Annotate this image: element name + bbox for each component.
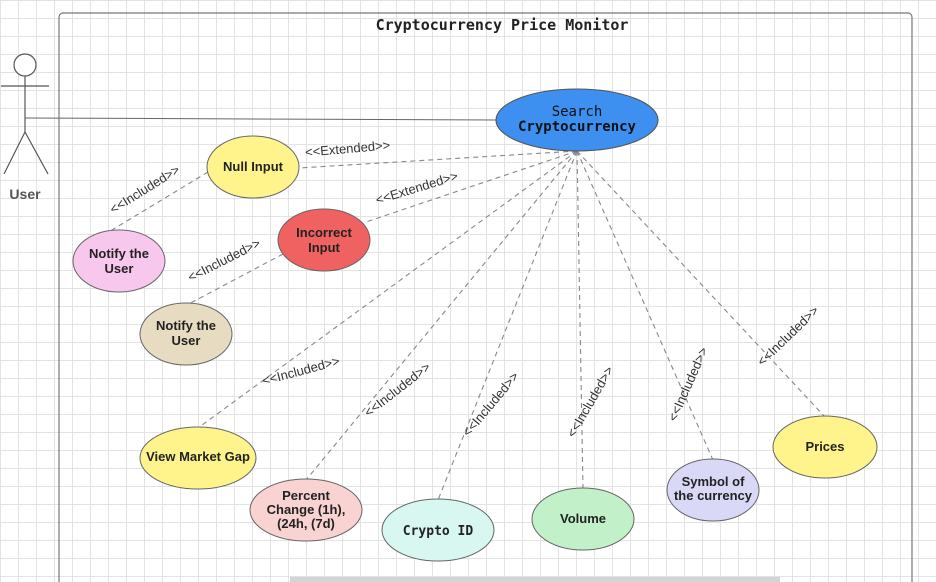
association-line bbox=[24, 117, 498, 121]
use-case-symbol[interactable]: Symbol of the currency bbox=[666, 458, 760, 522]
included-cryptoid-line bbox=[437, 150, 578, 501]
percent-change-ellipse bbox=[249, 478, 363, 542]
percent-change-line3: (24h, (7d) bbox=[277, 516, 335, 531]
percent-change-line1: Percent bbox=[282, 488, 330, 503]
included-volume-line bbox=[576, 150, 584, 490]
included-market-label: <<Included>> bbox=[260, 353, 341, 388]
use-case-volume[interactable]: Volume bbox=[531, 487, 635, 551]
volume-text: Volume bbox=[560, 511, 606, 526]
notify-user-2-line1: Notify the bbox=[156, 318, 216, 333]
incorrect-input-line1: Incorrect bbox=[296, 225, 352, 240]
crypto-id-ellipse bbox=[381, 498, 495, 562]
view-market-gap-text: View Market Gap bbox=[146, 449, 250, 464]
use-case-incorrect-input[interactable]: Incorrect Input bbox=[277, 208, 371, 272]
use-case-null-input[interactable]: Null Input bbox=[206, 135, 300, 199]
use-case-search-cryptocurrency[interactable]: Search Cryptocurrency bbox=[495, 88, 659, 152]
null-input-text: Null Input bbox=[223, 159, 284, 174]
prices-ellipse bbox=[772, 415, 878, 479]
included-symbol-line bbox=[576, 150, 714, 461]
included-notify1-label: <<Included>> bbox=[107, 162, 182, 217]
search-cryptocurrency-line2: Cryptocurrency bbox=[518, 119, 637, 135]
symbol-line2: the currency bbox=[674, 488, 753, 503]
included-volume-label: <<Included>> bbox=[564, 364, 617, 440]
use-case-notify-user-1[interactable]: Notify the User bbox=[72, 229, 166, 293]
included-cryptoid-label: <<Included>> bbox=[459, 369, 522, 440]
actor-user[interactable] bbox=[1, 53, 49, 175]
relation-lines bbox=[106, 150, 826, 501]
notify-user-2-ellipse bbox=[139, 302, 233, 366]
volume-ellipse bbox=[531, 487, 635, 551]
included-market-line bbox=[197, 150, 578, 429]
extended-null-label: <<Extended>> bbox=[304, 137, 390, 159]
search-cryptocurrency-line1: Search bbox=[552, 104, 603, 120]
included-notify2-label: <<Included>> bbox=[185, 235, 263, 284]
notify-user-1-line1: Notify the bbox=[89, 246, 149, 261]
use-case-crypto-id[interactable]: Crypto ID bbox=[381, 498, 495, 562]
included-symbol-label: <<Included>> bbox=[665, 345, 711, 424]
notify-user-1-ellipse bbox=[72, 229, 166, 293]
percent-change-line2: Change (1h), bbox=[267, 502, 346, 517]
use-case-view-market-gap[interactable]: View Market Gap bbox=[139, 426, 257, 490]
actor-label: User bbox=[9, 186, 41, 202]
included-prices-line bbox=[576, 150, 826, 418]
extended-incorrect-line bbox=[365, 150, 578, 223]
search-cryptocurrency-ellipse bbox=[495, 88, 659, 152]
incorrect-input-line2: Input bbox=[308, 240, 340, 255]
included-notify2-line bbox=[184, 253, 284, 307]
included-percent-line bbox=[305, 150, 578, 481]
extended-incorrect-label: <<Extended>> bbox=[374, 168, 460, 207]
extended-null-line bbox=[298, 150, 578, 169]
incorrect-input-ellipse bbox=[277, 208, 371, 272]
crypto-id-text: Crypto ID bbox=[403, 524, 474, 539]
included-percent-label: <<Included>> bbox=[361, 359, 433, 420]
diagram-title: Cryptocurrency Price Monitor bbox=[376, 16, 629, 34]
scrollbar[interactable] bbox=[290, 577, 780, 582]
symbol-ellipse bbox=[666, 458, 760, 522]
actor-right-leg bbox=[24, 131, 49, 175]
view-market-gap-ellipse bbox=[139, 426, 257, 490]
use-case-prices[interactable]: Prices bbox=[772, 415, 878, 479]
actor-left-leg bbox=[3, 131, 26, 175]
prices-text: Prices bbox=[805, 439, 844, 454]
system-boundary bbox=[58, 12, 913, 582]
symbol-line1: Symbol of bbox=[682, 474, 746, 489]
use-case-percent-change[interactable]: Percent Change (1h), (24h, (7d) bbox=[249, 478, 363, 542]
notify-user-1-line2: User bbox=[105, 261, 134, 276]
actor-head bbox=[13, 53, 37, 77]
included-prices-label: <<Included>> bbox=[754, 303, 822, 369]
use-case-notify-user-2[interactable]: Notify the User bbox=[139, 302, 233, 366]
null-input-ellipse bbox=[206, 135, 300, 199]
notify-user-2-line2: User bbox=[172, 333, 201, 348]
included-notify1-line bbox=[106, 171, 209, 234]
